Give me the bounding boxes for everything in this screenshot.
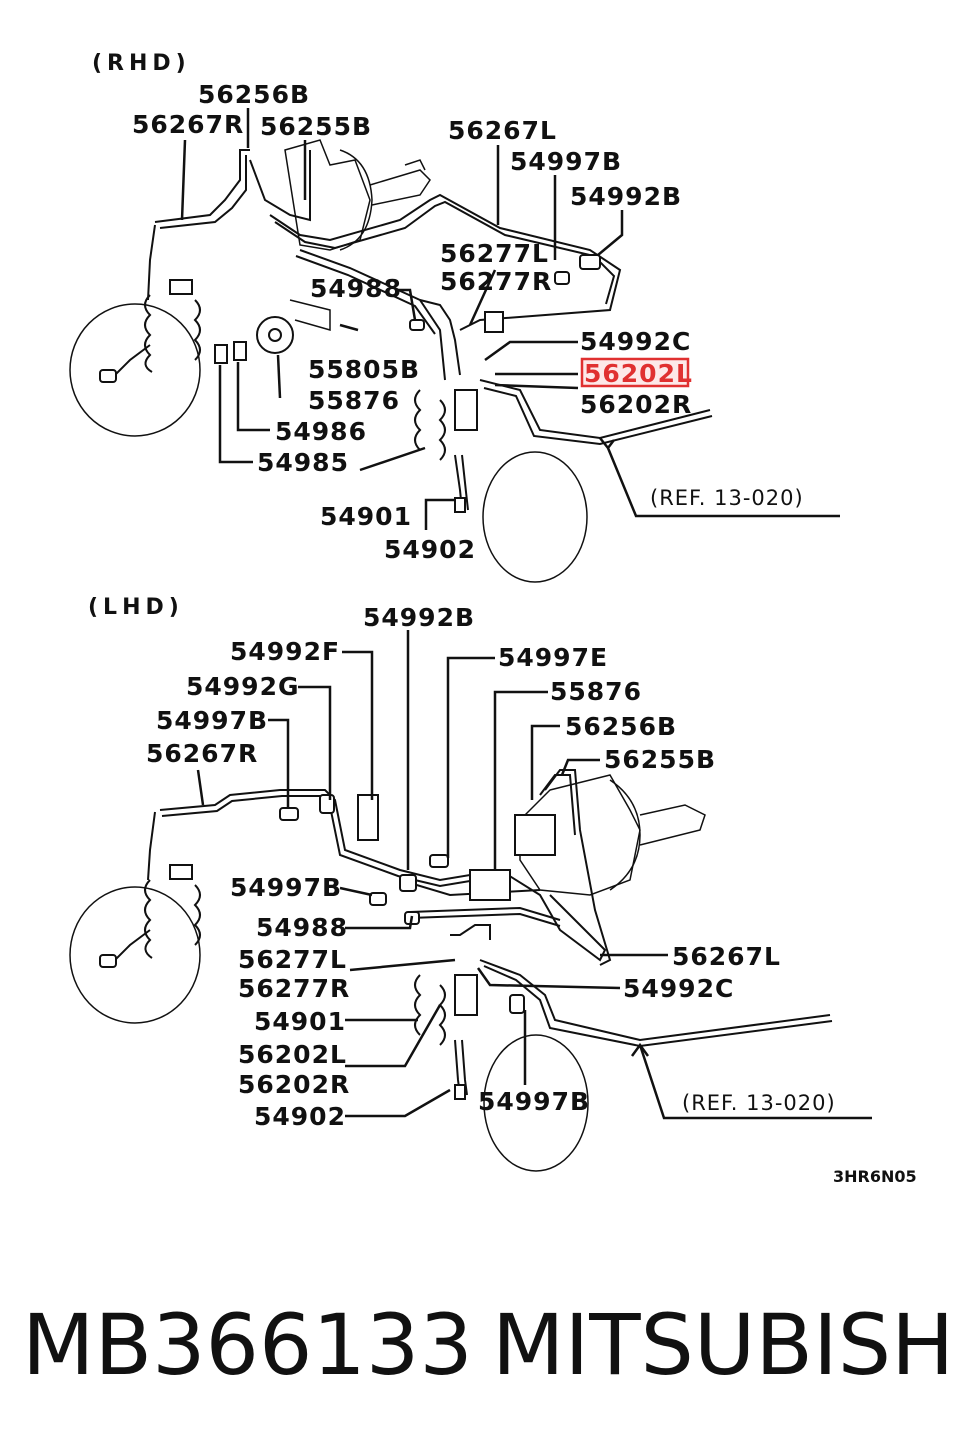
rhd-brake-pipes: [154, 149, 713, 511]
lhd-label-54901: 54901: [254, 1007, 346, 1036]
rhd-label-56256B: 56256B: [198, 80, 310, 109]
lhd-label-54992F: 54992F: [230, 637, 340, 666]
rhd-label-54901: 54901: [320, 502, 412, 531]
highlight-box: [580, 357, 690, 388]
part-footer: MB366133 MITSUBISHI: [0, 1290, 960, 1400]
lhd-section: (LHD): [69, 595, 872, 1172]
rhd-brake-booster: [284, 139, 431, 251]
lhd-label-56277L: 56277L: [238, 945, 347, 974]
lhd-valve-parts: [279, 794, 525, 1014]
lhd-label-56267R: 56267R: [146, 739, 258, 768]
lhd-label-56256B: 56256B: [565, 712, 677, 741]
lhd-leader-lines: [196, 630, 872, 1120]
rhd-labels: 56256B 56267R 56255B 56267L 54997B 54992…: [132, 80, 804, 564]
rhd-label-56202R: 56202R: [580, 390, 692, 419]
rhd-label-56267R: 56267R: [132, 110, 244, 139]
lhd-label-56202R: 56202R: [238, 1070, 350, 1099]
rhd-leader-lines: [180, 108, 840, 530]
rhd-label-54992C: 54992C: [580, 327, 691, 356]
brand-name: MITSUBISHI: [492, 1296, 960, 1394]
lhd-right-wheel: [483, 1034, 589, 1172]
lhd-label-54997B-top: 54997B: [156, 706, 268, 735]
rhd-valve-parts: [214, 254, 601, 364]
drawing-code: 3HR6N05: [833, 1167, 917, 1186]
lhd-label-54992C: 54992C: [623, 974, 734, 1003]
lhd-left-hose: [99, 811, 201, 968]
lhd-label-54997E: 54997E: [498, 643, 608, 672]
lhd-label-56202L: 56202L: [238, 1040, 347, 1069]
lhd-brake-booster: [514, 774, 706, 896]
lhd-label-54997B-bottom: 54997B: [478, 1087, 590, 1116]
rhd-right-hose: [414, 389, 478, 513]
rhd-label-56255B: 56255B: [260, 112, 372, 141]
rhd-left-hose: [99, 224, 201, 383]
rhd-left-wheel: [69, 303, 201, 437]
rhd-label-56202L: 56202L: [584, 359, 693, 388]
lhd-label-54902: 54902: [254, 1102, 346, 1131]
rhd-label-54997B: 54997B: [510, 147, 622, 176]
rhd-label-54985: 54985: [257, 448, 349, 477]
lhd-left-wheel: [69, 886, 201, 1024]
lhd-label-54988: 54988: [256, 913, 348, 942]
lhd-labels: 54992B 54992F 54997E 54992G 55876 54997B…: [146, 603, 836, 1131]
rhd-label-54902: 54902: [384, 535, 476, 564]
rhd-ref: (REF. 13-020): [650, 486, 804, 510]
lhd-label-56255B: 56255B: [604, 745, 716, 774]
lhd-label-55876: 55876: [550, 677, 642, 706]
lhd-label-54997B-mid: 54997B: [230, 873, 342, 902]
lhd-label-56277R: 56277R: [238, 974, 350, 1003]
rhd-label-56267L: 56267L: [448, 116, 557, 145]
lhd-label-54992G: 54992G: [186, 672, 300, 701]
rhd-label-54992B: 54992B: [570, 182, 682, 211]
lhd-label-56267L: 56267L: [672, 942, 781, 971]
rhd-label-56277R: 56277R: [440, 267, 552, 296]
rhd-label-54986: 54986: [275, 417, 367, 446]
rhd-label-55876: 55876: [308, 386, 400, 415]
lhd-ref: (REF. 13-020): [682, 1091, 836, 1115]
rhd-label-56277L: 56277L: [440, 239, 549, 268]
rhd-section: (RHD): [69, 51, 840, 583]
rhd-label-55805B: 55805B: [308, 355, 420, 384]
rhd-title: (RHD): [92, 51, 191, 76]
lhd-right-hose: [414, 974, 478, 1100]
rhd-right-wheel: [482, 451, 588, 583]
lhd-title: (LHD): [88, 595, 184, 620]
part-number: MB366133: [22, 1296, 473, 1394]
rhd-label-54988: 54988: [310, 274, 402, 303]
lhd-label-54992B: 54992B: [363, 603, 475, 632]
